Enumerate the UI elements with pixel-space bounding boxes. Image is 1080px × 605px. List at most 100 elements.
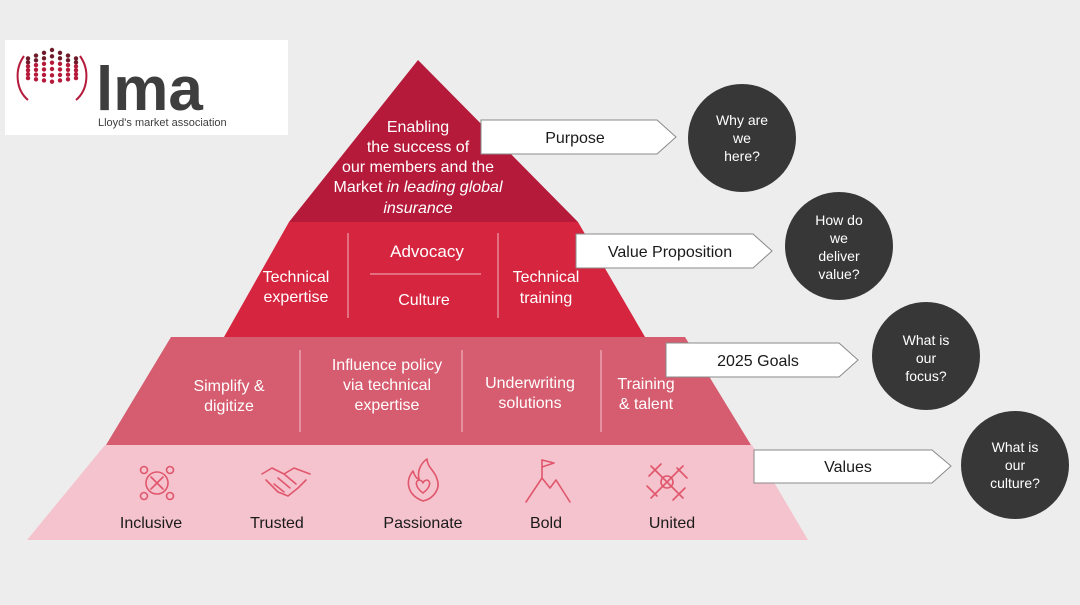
question-circle-focus bbox=[872, 302, 980, 410]
tier3-item-label: Simplify & bbox=[193, 378, 264, 395]
circle-text: our bbox=[916, 350, 937, 366]
value-label-bold: Bold bbox=[530, 515, 562, 532]
question-circle-why bbox=[688, 84, 796, 192]
logo-dot bbox=[41, 50, 47, 55]
circle-text: Why are bbox=[716, 112, 768, 128]
tier2-right-label: training bbox=[520, 290, 572, 307]
logo-dot bbox=[25, 75, 31, 81]
pyramid-tier-goals bbox=[106, 337, 751, 445]
circle-text: we bbox=[829, 230, 848, 246]
value-label-united: United bbox=[649, 515, 695, 532]
logo-dot bbox=[49, 54, 55, 59]
pyramid-tier-value-proposition bbox=[224, 222, 645, 337]
tier3-item-label: Training bbox=[617, 376, 674, 393]
logo-arc bbox=[16, 55, 29, 101]
tier2-left-label: expertise bbox=[264, 289, 329, 306]
logo-dot bbox=[33, 67, 39, 73]
logo-dot bbox=[57, 50, 63, 55]
logo-wordmark: lma bbox=[96, 55, 203, 124]
inclusive-icon bbox=[139, 465, 175, 501]
pyramid-tier-purpose bbox=[289, 60, 578, 222]
logo-dot bbox=[73, 75, 79, 81]
arrow-label: Purpose bbox=[545, 130, 605, 147]
logo-dot bbox=[49, 79, 55, 84]
logo-dot bbox=[41, 67, 47, 72]
logo-dot bbox=[25, 64, 31, 69]
value-label-trusted: Trusted bbox=[250, 515, 304, 532]
circle-text: our bbox=[1005, 457, 1026, 473]
purpose-line: insurance bbox=[383, 200, 452, 217]
question-circle-culture bbox=[961, 411, 1069, 519]
purpose-line: our members and the bbox=[342, 159, 494, 176]
lma-logo: lma Lloyd's market association bbox=[5, 40, 288, 135]
logo-dot bbox=[73, 64, 79, 69]
logo-dot bbox=[25, 60, 31, 65]
tier3-item-label: Underwriting bbox=[485, 375, 575, 392]
united-hands-icon bbox=[646, 463, 688, 501]
circle-text: What is bbox=[992, 439, 1039, 455]
logo-dot bbox=[41, 56, 47, 61]
logo-dot bbox=[65, 77, 71, 82]
logo-dot bbox=[57, 56, 63, 61]
tier3-item-label: expertise bbox=[355, 397, 420, 414]
logo-dot bbox=[49, 73, 55, 78]
flame-heart-icon bbox=[407, 458, 439, 502]
tier2-advocacy-label: Advocacy bbox=[390, 242, 464, 261]
arrow-values bbox=[753, 449, 952, 484]
tier2-left-label: Technical bbox=[263, 269, 330, 286]
logo-dot bbox=[33, 72, 39, 77]
logo-dot bbox=[33, 77, 39, 82]
logo-dot bbox=[65, 67, 71, 73]
logo-dot bbox=[65, 72, 71, 77]
logo-dot bbox=[73, 71, 79, 77]
arrow-2025-goals bbox=[665, 342, 859, 378]
circle-text: deliver bbox=[818, 248, 860, 264]
circle-text: What is bbox=[903, 332, 950, 348]
tier2-right-label: Technical bbox=[513, 269, 580, 286]
logo-dot bbox=[25, 71, 31, 77]
logo-dot bbox=[33, 53, 39, 58]
logo-dot bbox=[57, 61, 63, 67]
arrow-value-proposition bbox=[575, 233, 773, 269]
logo-dot bbox=[57, 78, 63, 83]
logo-dot bbox=[25, 56, 31, 61]
logo-dot bbox=[25, 68, 31, 73]
logo-dot bbox=[33, 58, 39, 63]
tier3-item-label: via technical bbox=[343, 377, 431, 394]
logo-dot bbox=[65, 58, 71, 63]
logo-dot bbox=[41, 72, 47, 78]
logo-dome-icon bbox=[16, 47, 88, 101]
circle-text: value? bbox=[818, 266, 859, 282]
logo-dot bbox=[73, 56, 79, 61]
logo-arc bbox=[75, 55, 88, 101]
logo-dot bbox=[33, 62, 39, 68]
circle-text: we bbox=[732, 130, 751, 146]
tier3-item-label: Influence policy bbox=[332, 357, 442, 374]
logo-dot bbox=[49, 47, 55, 53]
purpose-statement: Enabling the success of our members and … bbox=[334, 119, 503, 217]
logo-dot bbox=[49, 60, 55, 65]
arrow-label: Values bbox=[824, 459, 872, 476]
arrow-label: 2025 Goals bbox=[717, 353, 799, 370]
handshake-icon bbox=[261, 467, 311, 497]
logo-tagline: Lloyd's market association bbox=[98, 117, 227, 129]
arrow-label: Value Proposition bbox=[608, 244, 732, 261]
purpose-line: Enabling bbox=[387, 119, 449, 136]
logo-dot bbox=[73, 68, 79, 73]
tier2-culture-label: Culture bbox=[398, 292, 450, 309]
logo-dot bbox=[41, 78, 47, 83]
tier3-item-label: solutions bbox=[498, 395, 561, 412]
logo-dot bbox=[73, 60, 79, 65]
circle-text: here? bbox=[724, 148, 760, 164]
purpose-line: Market in leading global bbox=[334, 179, 503, 196]
logo-dot bbox=[65, 53, 71, 58]
circle-text: How do bbox=[815, 212, 863, 228]
mountain-flag-icon bbox=[525, 459, 571, 503]
purpose-line: the success of bbox=[367, 139, 470, 156]
value-label-inclusive: Inclusive bbox=[120, 515, 182, 532]
logo-dot bbox=[49, 66, 55, 72]
question-circle-how bbox=[785, 192, 893, 300]
logo-dot bbox=[41, 61, 47, 67]
logo-dot bbox=[57, 67, 63, 72]
